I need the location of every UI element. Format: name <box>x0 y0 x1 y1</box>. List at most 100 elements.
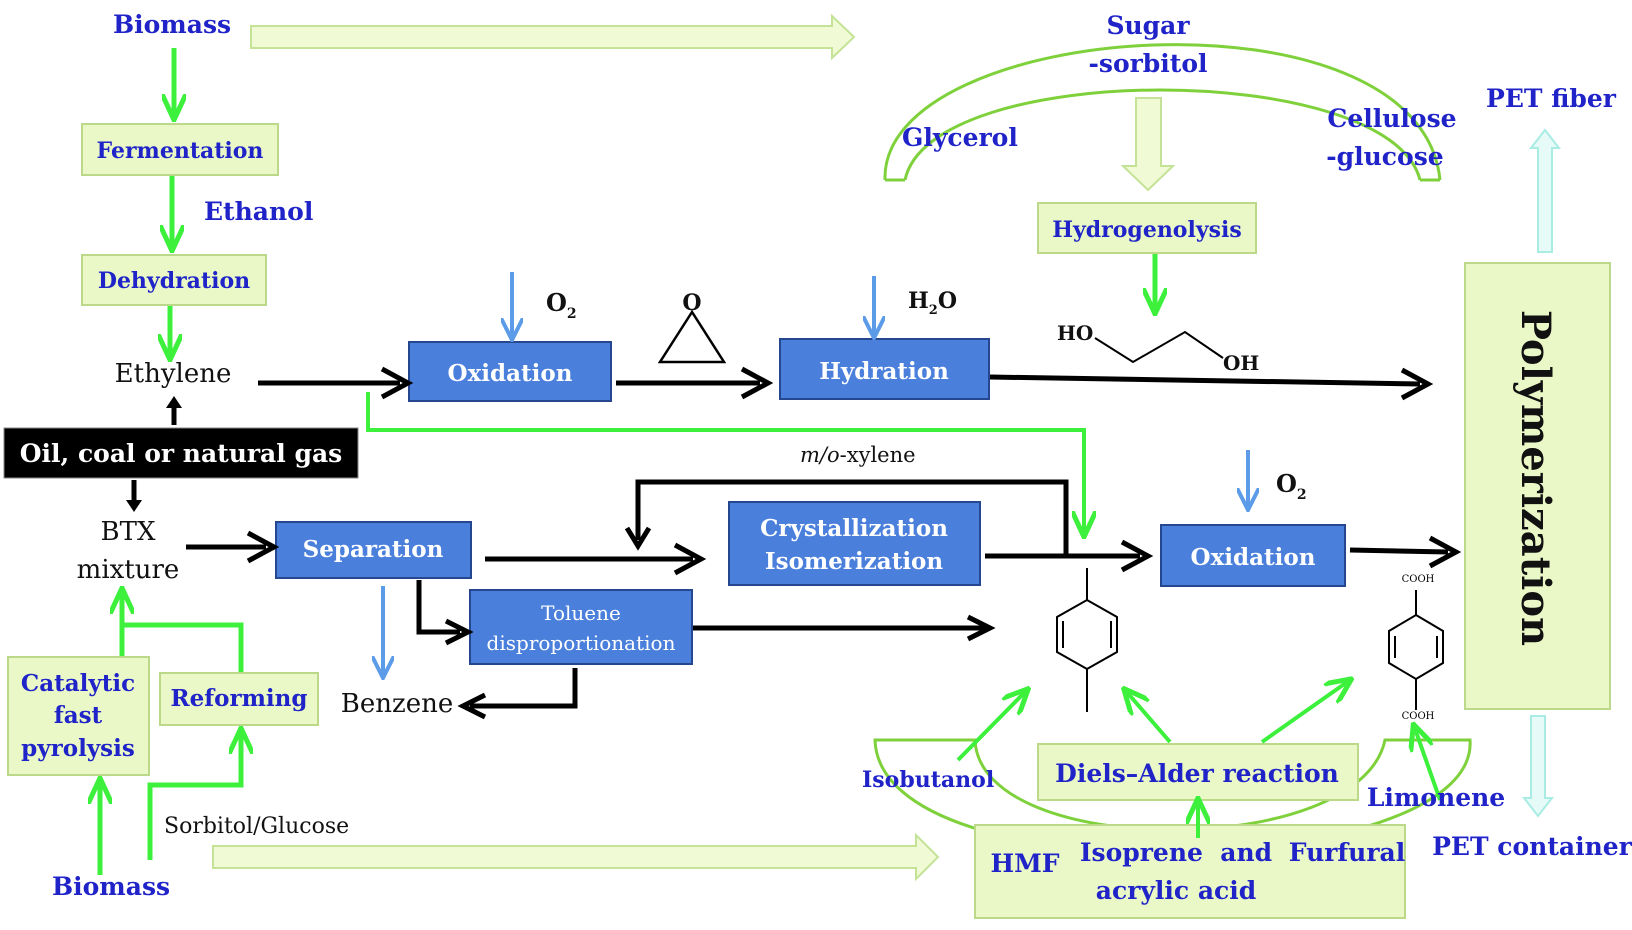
biomass-top-hollow-arrow <box>250 13 856 61</box>
toluene-label-line2: disproportionation <box>487 631 676 655</box>
green-line-reforming-btx <box>122 622 244 672</box>
catalytic-label-line1: Catalytic <box>21 670 135 697</box>
arrowhead-4 <box>246 530 280 564</box>
arrowhead-8 <box>444 618 474 646</box>
arrowhead-11 <box>624 526 652 551</box>
hydrogenolysis-label: Hydrogenolysis <box>1052 217 1242 243</box>
polymerization-box <box>1464 262 1611 710</box>
arrowhead-12 <box>166 396 182 408</box>
black-arrow-recycle-loop <box>635 479 1069 555</box>
xylene-ring-icon <box>1056 568 1118 712</box>
epoxide-icon <box>657 309 727 364</box>
biomass-bottom-hollow-arrow <box>212 832 940 882</box>
cooh-top-label: COOH <box>1402 574 1435 585</box>
reforming-box <box>159 672 319 726</box>
oil-coal-gas-label: Oil, coal or natural gas <box>20 439 342 468</box>
sugar-label-line2: -sorbitol <box>1089 49 1208 78</box>
arrowhead-2 <box>740 366 774 400</box>
oxidation-2-label: Oxidation <box>1191 544 1316 571</box>
black-arrow-separation-toluene <box>416 580 460 635</box>
green-arrow-diels-acid <box>1260 680 1350 744</box>
cooh-bottom-label: COOH <box>1402 711 1435 722</box>
black-arrow-hydration-polymerization <box>989 374 1421 387</box>
oxidation-1-box <box>408 341 612 402</box>
fermentation-box <box>81 123 279 176</box>
isomerization-label: Isomerization <box>765 548 944 575</box>
cellulose-label-line1: Cellulose <box>1327 104 1456 133</box>
biomass-bottom-label: Biomass <box>52 872 170 901</box>
o2-1-label: O2 <box>546 288 577 322</box>
terephthalic-acid-ring-icon <box>1388 590 1444 710</box>
polymerization-label: Polymerization <box>1512 310 1559 646</box>
black-arrow-toluene-benzene <box>470 668 578 709</box>
ethylene-glycol-icon <box>1094 330 1224 364</box>
arrowhead-3 <box>1400 367 1434 401</box>
catalytic-label-line2: fast <box>54 702 103 729</box>
sorbitol-glucose-label: Sorbitol/Glucose <box>164 814 349 839</box>
arrowhead-6 <box>1120 539 1154 573</box>
toluene-label-line1: Toluene <box>541 601 621 625</box>
green-arrow-sorbitol-reforming <box>147 730 241 860</box>
green-arrow-limonene-acid <box>1414 726 1442 801</box>
crystallization-box <box>728 501 981 586</box>
btx-label-line2: mixture <box>77 555 180 585</box>
reforming-label: Reforming <box>171 685 308 712</box>
btx-label-line1: BTX <box>101 517 156 547</box>
hydration-box <box>779 338 990 400</box>
diels-alder-box <box>1037 743 1359 801</box>
limonene-label: Limonene <box>1367 783 1505 812</box>
top-inner-arc <box>903 88 1422 181</box>
xylene-label: m/o-xylene <box>800 443 916 467</box>
arrowhead-9 <box>457 692 487 720</box>
oil-coal-gas-box <box>3 427 359 479</box>
oh-label: OH <box>1223 351 1259 375</box>
sugar-label-line1: Sugar <box>1106 11 1190 40</box>
o2-2-label: O2 <box>1276 469 1307 503</box>
green-arrow-diels-xylene <box>1125 690 1172 744</box>
toluene-box <box>469 589 693 665</box>
black-arrows <box>131 374 1449 709</box>
isobutanol-label: Isobutanol <box>862 767 994 793</box>
arrowhead-13 <box>126 500 142 512</box>
sugar-to-hydrogenolysis-hollow-arrow <box>1120 97 1176 192</box>
oxidation-1-label: Oxidation <box>448 360 573 387</box>
top-outer-arc <box>883 43 1442 181</box>
h2o-label: H2O <box>908 288 957 318</box>
epoxide-o-label: O <box>682 290 701 316</box>
pet-container-label: PET container <box>1432 832 1632 861</box>
benzene-label: Benzene <box>341 689 453 719</box>
hmf-label: HMF <box>990 849 1059 878</box>
black-arrow-oxidation-polymerization <box>1349 547 1449 555</box>
green-arrow-isobutanol-xylene <box>956 690 1027 762</box>
dehydration-label: Dehydration <box>98 268 250 294</box>
dehydration-box <box>81 254 267 306</box>
oxidation-2-box <box>1160 524 1346 587</box>
catalytic-pyrolysis-box <box>7 656 150 776</box>
isoprene-label-line2: acrylic acid <box>1096 876 1256 905</box>
hmf-isoprene-furfural-box <box>974 824 1406 919</box>
ethanol-label: Ethanol <box>204 197 313 226</box>
separation-box <box>275 521 472 579</box>
hydrogenolysis-box <box>1037 202 1257 254</box>
pet-fiber-label: PET fiber <box>1486 84 1617 113</box>
crystallization-label: Crystallization <box>760 515 948 542</box>
fermentation-label: Fermentation <box>97 138 264 164</box>
furfural-label: Furfural <box>1289 838 1405 867</box>
black-arrowheads <box>126 366 1462 720</box>
pet-fiber-hollow-arrow <box>1528 128 1562 253</box>
separation-label: Separation <box>303 536 444 563</box>
pet-container-hollow-arrow <box>1521 715 1555 818</box>
cellulose-label-line2: -glucose <box>1326 142 1443 171</box>
arrowhead-7 <box>1428 535 1462 569</box>
arrowhead-10 <box>966 614 996 642</box>
arrowhead-5 <box>673 542 707 576</box>
diels-alder-label: Diels–Alder reaction <box>1055 759 1339 788</box>
arrowhead-1 <box>380 366 414 400</box>
ethylene-label: Ethylene <box>115 359 232 389</box>
catalytic-label-line3: pyrolysis <box>21 735 135 762</box>
isoprene-label-line1: Isoprene and <box>1080 838 1272 867</box>
biomass-top-label: Biomass <box>113 10 231 39</box>
green-arrow-ethylene-to-xylene <box>366 392 1084 535</box>
